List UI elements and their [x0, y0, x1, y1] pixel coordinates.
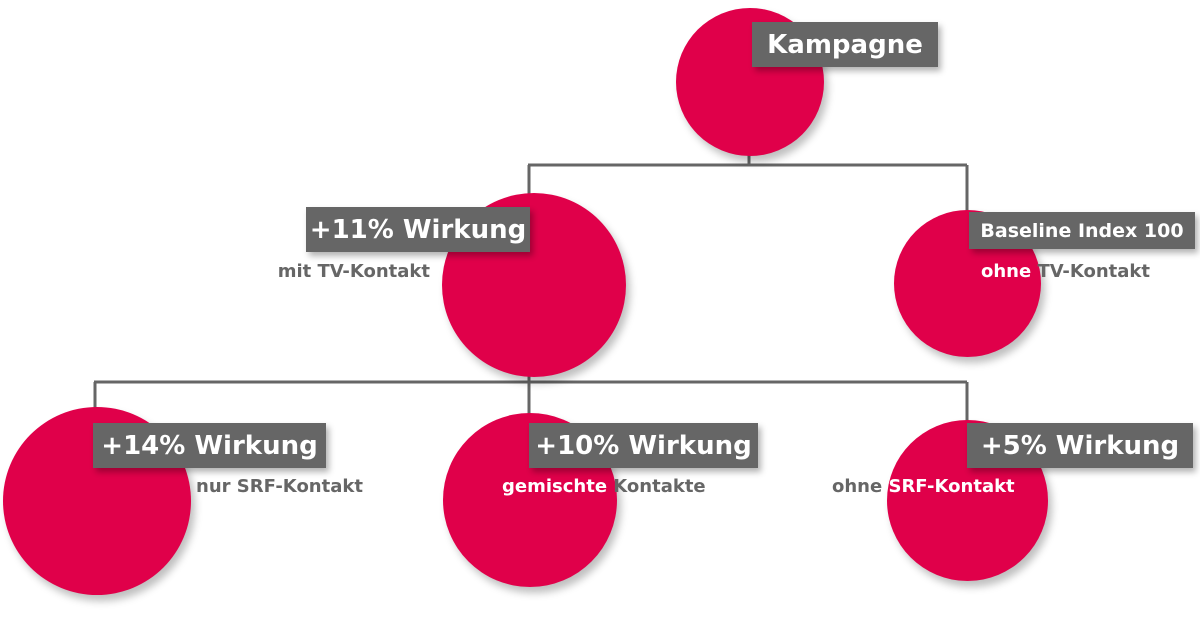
sublabel-highlight: ohne — [981, 261, 1032, 282]
no-srf-sublabel: ohne SRF-Kontakt — [832, 476, 1015, 497]
baseline-label: Baseline Index 100 — [969, 212, 1195, 249]
no-tv-sublabel: ohne TV-Kontakt — [981, 261, 1150, 282]
srf-only-sublabel: nur SRF-Kontakt — [196, 476, 363, 497]
tv-contact-label: +11% Wirkung — [306, 207, 530, 252]
mixed-sublabel: gemischte Kontakte — [502, 476, 706, 497]
sublabel-text: ohne — [832, 476, 889, 497]
mixed-label: +10% Wirkung — [529, 423, 758, 468]
tv-contact-sublabel: mit TV-Kontakt — [278, 261, 430, 282]
sublabel-text: TV-Kontakt — [1031, 261, 1150, 282]
no-srf-label: +5% Wirkung — [967, 423, 1193, 468]
connector-root — [527, 150, 969, 215]
root-label: Kampagne — [752, 22, 938, 67]
sublabel-text: Kontakte — [607, 476, 706, 497]
sublabel-text: mit TV-Kontakt — [277, 261, 430, 282]
sublabel-highlight: SRF-Kontakt — [888, 476, 1015, 497]
sublabel-highlight: gemischte — [502, 476, 608, 497]
srf-only-label: +14% Wirkung — [93, 423, 326, 468]
sublabel-text: nur SRF-Kontakt — [196, 476, 363, 497]
